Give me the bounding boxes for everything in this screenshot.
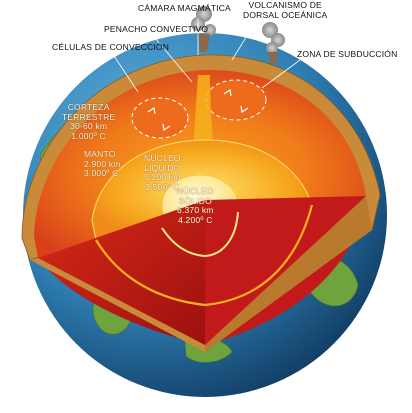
label-camara-magmatica: CÁMARA MAGMÁTICA (138, 3, 231, 13)
label-volcanismo-dorsal: VOLCANISMO DE DORSAL OCEÁNICA (243, 0, 328, 20)
label-zona-subduccion: ZONA DE SUBDUCCIÓN (297, 49, 398, 59)
convection-cell-right (205, 79, 267, 121)
cut-face-left (38, 200, 205, 345)
label-penacho-convectivo: PENACHO CONVECTIVO (104, 24, 209, 34)
label-celulas-conveccion: CÉLULAS DE CONVECCIÓN (52, 42, 170, 52)
convective-plume (192, 75, 214, 160)
layer-boundaries (95, 204, 314, 307)
leader-lines (109, 17, 301, 93)
label-corteza-terrestre: CORTEZA TERRESTRE 30-60 km 1.000º C (62, 102, 116, 141)
volcano-smoke (191, 6, 285, 64)
label-manto: MANTO 2.900 km 3.000º C (84, 149, 121, 178)
label-nucleo-solido: NÚCLEO SÓLIDO 6.370 km 4.200º C (177, 186, 214, 225)
label-nucleo-liquido: NÚCLEO LÍQUIDO 5.200 km 3.500º C (144, 153, 181, 192)
convection-cell-left (131, 97, 189, 139)
